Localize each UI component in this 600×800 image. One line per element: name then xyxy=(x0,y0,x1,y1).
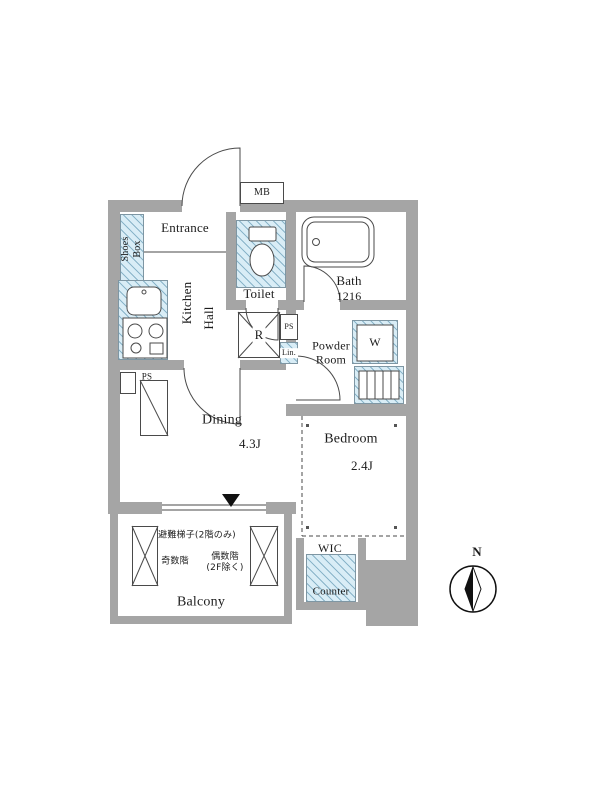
toilet-label: Toilet xyxy=(243,286,275,302)
wic-label: WIC xyxy=(318,540,342,555)
washer-box-icon xyxy=(356,324,394,362)
bath-size-label: 1216 xyxy=(336,288,362,303)
bedroom-label: Bedroom xyxy=(324,431,378,447)
structure-block-bottom-right xyxy=(366,560,418,626)
wall-hall-dining-a xyxy=(118,360,184,370)
bath-label: Bath xyxy=(336,273,362,289)
wall-wic-left xyxy=(296,538,304,610)
bedroom-corner-dots xyxy=(306,424,397,529)
wall-toilet-left xyxy=(226,212,236,310)
ladder-note-label: 避難梯子(2階のみ) xyxy=(158,530,236,541)
entrance-door-arc xyxy=(181,147,241,207)
wall-wic-right xyxy=(358,538,366,610)
entry-marker-triangle xyxy=(222,494,240,507)
powder-door-arc xyxy=(295,355,341,401)
odd-floors-label: 奇数階 xyxy=(161,556,189,567)
hall-label: Hall xyxy=(201,306,217,330)
wall-hall-dining-b xyxy=(240,360,286,370)
wall-left xyxy=(108,200,120,512)
stove-icon xyxy=(122,317,168,359)
meter-box-label: MB xyxy=(254,187,270,198)
wall-balcony-right xyxy=(284,512,292,624)
refrigerator-label: R xyxy=(252,327,266,343)
counter-label: Counter xyxy=(312,585,350,598)
balcony-window-line xyxy=(162,504,266,511)
wall-balcony-left xyxy=(110,512,118,624)
pipe-space-right-box xyxy=(280,314,298,340)
wall-balcony-bottom xyxy=(110,616,292,624)
wall-toilet-right xyxy=(286,212,296,310)
wall-dining-bottom-left xyxy=(108,502,162,514)
ladder-left-cross xyxy=(131,525,159,587)
entrance-label: Entrance xyxy=(161,220,209,236)
bedroom-dashed-boundary xyxy=(301,416,404,537)
shoes-box-label: Shoes Box xyxy=(120,236,143,262)
kitchen-label: Kitchen xyxy=(179,281,195,325)
wic-counter-area xyxy=(306,554,356,602)
wall-dining-bottom-right xyxy=(266,502,296,514)
balcony-label: Balcony xyxy=(176,594,226,610)
ps-right-label: PS xyxy=(284,322,294,332)
bathtub-icon xyxy=(301,216,375,268)
dining-door-arc xyxy=(183,367,241,425)
even-floors-label: 偶数階 (2F除く) xyxy=(206,552,244,573)
wall-top-right xyxy=(240,200,418,212)
closet-diagonal xyxy=(139,379,169,437)
wall-wic-bottom xyxy=(296,602,366,610)
toilet-icon xyxy=(248,226,277,277)
pipe-space-left-box xyxy=(120,372,136,394)
linen-label: Lin. xyxy=(280,348,298,358)
compass-icon xyxy=(449,565,497,613)
ps-left-label: PS xyxy=(141,371,153,382)
washer-label: W xyxy=(369,334,381,349)
wall-right xyxy=(406,200,418,562)
vanity-icon xyxy=(358,370,400,400)
wall-bath-bottom-b xyxy=(340,300,418,310)
wall-bath-bottom-a xyxy=(296,300,304,310)
compass-north-label: N xyxy=(472,544,482,560)
ladder-right-cross xyxy=(249,525,279,587)
dining-label: Dining xyxy=(201,412,243,428)
powder-room-label: Powder Room xyxy=(312,338,350,367)
kitchen-sink-icon xyxy=(126,286,162,316)
bedroom-size-label: 2.4J xyxy=(350,458,374,474)
dining-size-label: 4.3J xyxy=(238,436,262,452)
bath-door-arc xyxy=(303,265,341,303)
shoes-box-area xyxy=(120,214,144,282)
wall-toilet-bottom-a xyxy=(226,300,246,310)
wall-top-left xyxy=(108,200,182,212)
wall-powder-bottom xyxy=(286,404,418,416)
